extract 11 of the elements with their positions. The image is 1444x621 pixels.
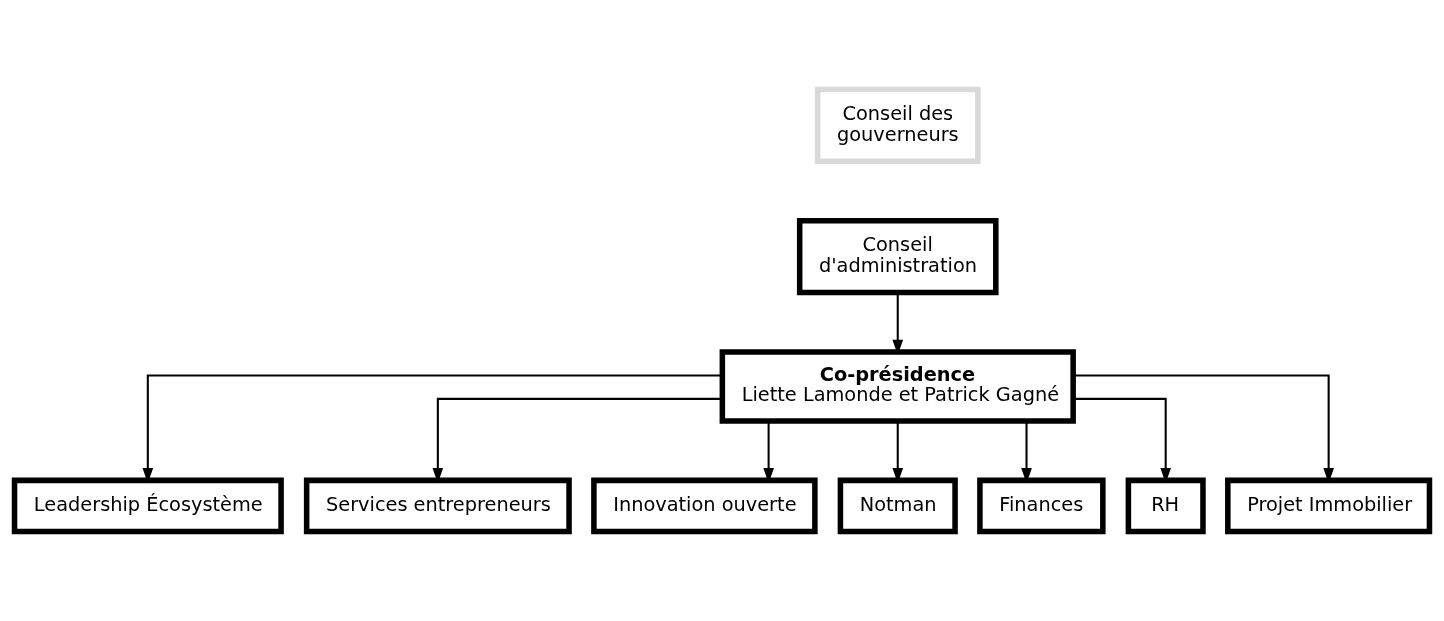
node-box: Leadership Écosystème bbox=[11, 477, 284, 535]
node-box: Conseil d'administration bbox=[796, 217, 999, 296]
node-box: Services entrepreneurs bbox=[303, 477, 572, 535]
node-box: Notman bbox=[837, 477, 958, 535]
arrow bbox=[892, 292, 904, 355]
node-box: RH bbox=[1125, 477, 1206, 535]
node-box: Conseil des gouverneurs bbox=[814, 86, 981, 165]
node-box: Finances bbox=[977, 477, 1106, 535]
node-box: Innovation ouverte bbox=[591, 477, 818, 535]
node-box: Co-présidence Liette Lamonde et Patrick Gagné bbox=[719, 349, 1076, 424]
node-box: Projet Immobilier bbox=[1225, 477, 1433, 535]
